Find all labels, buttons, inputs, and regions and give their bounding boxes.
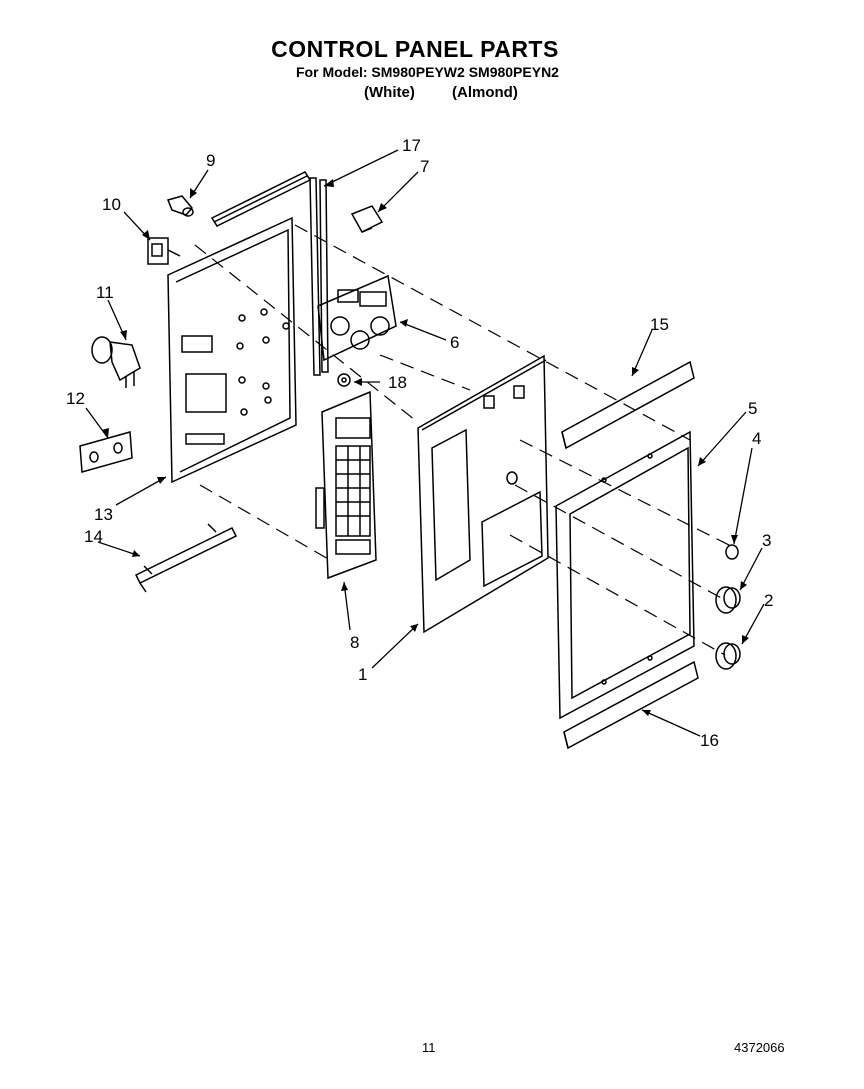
callout-18: 18: [388, 373, 407, 392]
part-11-thermostat: [91, 336, 141, 388]
callout-2: 2: [764, 591, 773, 610]
callout-13: 13: [94, 505, 113, 524]
part-6-board: [317, 274, 397, 362]
part-13-bracket: [167, 216, 297, 484]
callout-17: 17: [402, 136, 421, 155]
part-15-strip-top: [561, 360, 695, 450]
callout-12: 12: [66, 389, 85, 408]
part-18-nut: [337, 373, 351, 387]
callout-6: 6: [450, 333, 459, 352]
callout-11: 11: [96, 283, 114, 302]
page-number: 11: [422, 1040, 436, 1055]
callout-4: 4: [752, 429, 761, 448]
callout-16: 16: [700, 731, 719, 750]
page-title: CONTROL PANEL PARTS: [271, 36, 559, 62]
callout-labels: 9 17 7 10 11 6 18 12 13 14 8 1 15 5 4 3 …: [66, 136, 773, 750]
variant-white: (White): [364, 84, 415, 101]
part-5-frame: [555, 430, 695, 720]
callout-8: 8: [350, 633, 359, 652]
leader-lines: [85, 149, 765, 737]
callout-1: 1: [358, 665, 367, 684]
document-number: 4372066: [734, 1040, 785, 1055]
part-2-knob: [715, 642, 741, 670]
keypad-buttons: [335, 445, 371, 537]
part-4-knob: [725, 544, 739, 560]
leader-arrowheads: [102, 179, 749, 716]
callout-9: 9: [206, 151, 215, 170]
model-line: For Model: SM980PEYW2 SM980PEYN2: [296, 64, 559, 80]
part-12-plate: [79, 431, 133, 473]
callout-5: 5: [748, 399, 757, 418]
variant-almond: (Almond): [452, 84, 518, 101]
part-3-knob: [715, 586, 741, 614]
part-14-angle: [134, 523, 238, 593]
callout-15: 15: [650, 315, 669, 334]
part-17-strips: [210, 171, 329, 376]
callout-14: 14: [84, 527, 103, 546]
callout-10: 10: [102, 195, 121, 214]
part-9-lamp: [166, 195, 194, 217]
alignment-lines: [194, 224, 736, 656]
part-16-strip-bottom: [563, 660, 699, 750]
part-7-clip: [350, 205, 384, 233]
part-8-keypad: [315, 390, 377, 580]
callout-3: 3: [762, 531, 771, 550]
part-1-panel: [417, 354, 549, 634]
part-10-switch: [147, 237, 181, 265]
callout-7: 7: [420, 157, 429, 176]
